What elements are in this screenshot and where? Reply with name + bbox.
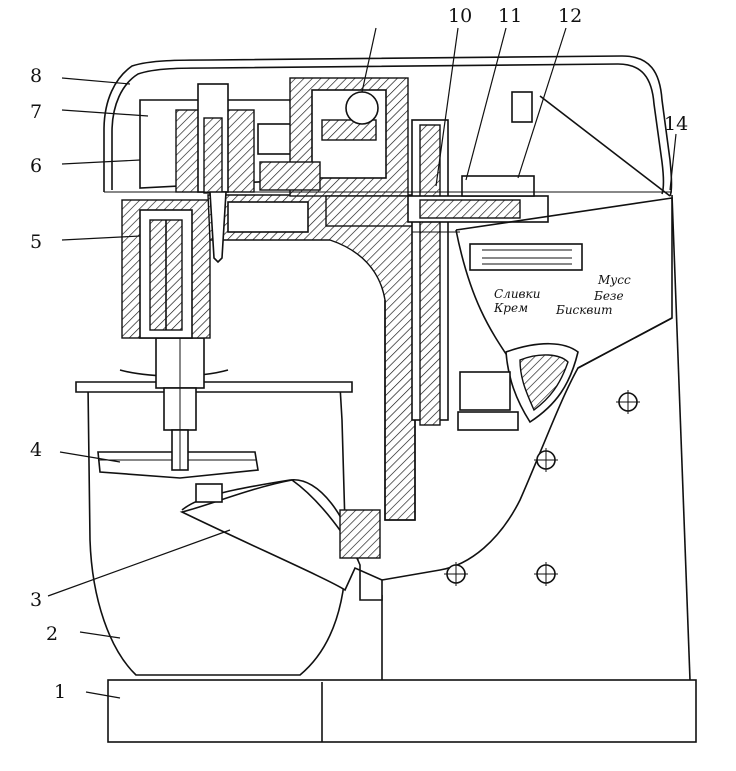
label-cream-top: Сливки bbox=[494, 287, 540, 301]
callout-7: 7 bbox=[30, 101, 42, 123]
bowl-bracket bbox=[179, 479, 383, 601]
callout-4: 4 bbox=[30, 439, 42, 461]
dial-lever bbox=[459, 371, 511, 411]
spindle-shaft bbox=[155, 337, 205, 471]
callout-11: 11 bbox=[498, 5, 522, 27]
dial-labels: Сливки Крем Мусс Безе Бисквит bbox=[493, 273, 631, 317]
label-mousse: Мусс bbox=[597, 273, 631, 287]
callout-14: 14 bbox=[664, 113, 688, 135]
lower-gear-housing bbox=[121, 199, 211, 339]
leader-lines bbox=[47, 27, 677, 699]
right-drive bbox=[407, 91, 549, 426]
main-frame bbox=[207, 194, 416, 521]
callout-8: 8 bbox=[30, 65, 42, 87]
label-cream-bottom: Крем bbox=[493, 301, 528, 315]
callout-10: 10 bbox=[448, 5, 472, 27]
callout-6: 6 bbox=[30, 155, 42, 177]
callout-1: 1 bbox=[54, 681, 66, 703]
callout-3: 3 bbox=[30, 589, 42, 611]
speed-scale bbox=[469, 243, 583, 271]
label-meringue: Безе bbox=[593, 289, 624, 303]
body-column bbox=[381, 194, 691, 681]
top-cover bbox=[103, 55, 673, 197]
callout-12: 12 bbox=[558, 5, 582, 27]
callout-5: 5 bbox=[30, 231, 42, 253]
fastener-knobs bbox=[444, 390, 640, 586]
label-sponge: Бисквит bbox=[555, 303, 613, 317]
base-plate bbox=[107, 679, 697, 743]
speed-panel bbox=[455, 197, 673, 431]
callout-2: 2 bbox=[46, 623, 58, 645]
upper-mechanism bbox=[139, 77, 417, 264]
callout-labels: 1 2 3 4 5 6 7 8 10 11 12 14 bbox=[30, 5, 688, 703]
